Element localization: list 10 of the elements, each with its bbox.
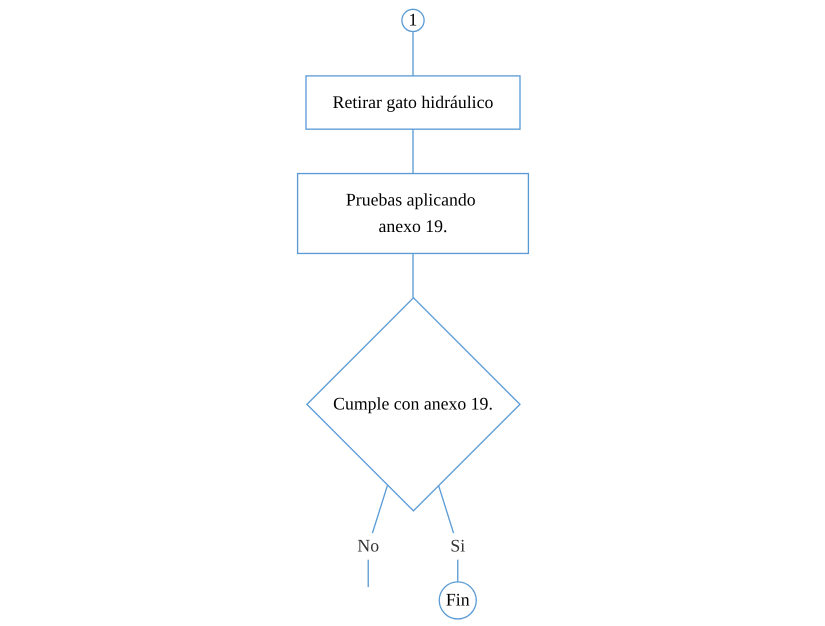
connector: [412, 253, 414, 298]
connector: [412, 32, 414, 76]
node-box: Retirar gato hidráulico: [304, 75, 520, 130]
node-box: Pruebas aplicando anexo 19.: [296, 172, 529, 254]
node-diamond: Cumple con anexo 19.: [305, 296, 520, 512]
connector: [412, 129, 414, 174]
node-circle: Fin: [438, 581, 476, 620]
edge-label: No: [356, 536, 379, 556]
edge-label: Si: [450, 536, 465, 556]
node-circle: 1: [400, 8, 424, 32]
